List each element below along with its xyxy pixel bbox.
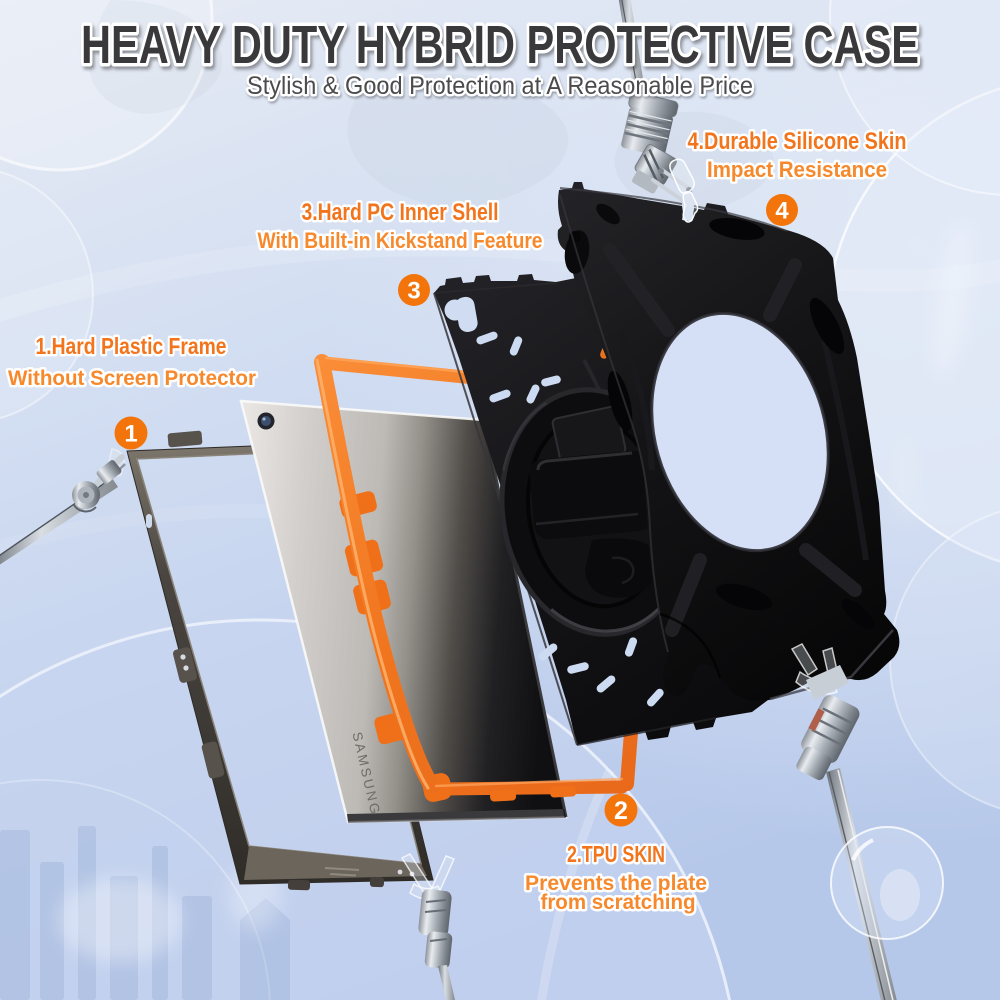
svg-text:2: 2 — [614, 797, 628, 825]
svg-text:2.TPU SKIN: 2.TPU SKIN — [567, 841, 665, 867]
svg-text:1: 1 — [124, 421, 137, 448]
svg-text:With Built-in Kickstand Featur: With Built-in Kickstand Feature — [258, 228, 543, 253]
svg-text:4.Durable Silicone Skin: 4.Durable Silicone Skin — [688, 128, 907, 155]
svg-text:Prevents the plate: Prevents the plate — [525, 872, 707, 895]
svg-text:Stylish & Good Protection at A: Stylish & Good Protection at A Reasonabl… — [247, 72, 753, 100]
svg-text:3.Hard PC Inner Shell: 3.Hard PC Inner Shell — [302, 199, 499, 226]
svg-text:Without Screen Protector: Without Screen Protector — [8, 367, 256, 390]
svg-text:1.Hard Plastic Frame: 1.Hard Plastic Frame — [36, 333, 227, 359]
svg-text:HEAVY DUTY HYBRID PROTECTIVE C: HEAVY DUTY HYBRID PROTECTIVE CASE — [81, 15, 919, 75]
svg-text:4: 4 — [775, 198, 789, 225]
svg-text:Impact Resistance: Impact Resistance — [707, 157, 887, 182]
svg-text:3: 3 — [407, 278, 420, 305]
svg-text:from scratching: from scratching — [541, 891, 696, 914]
